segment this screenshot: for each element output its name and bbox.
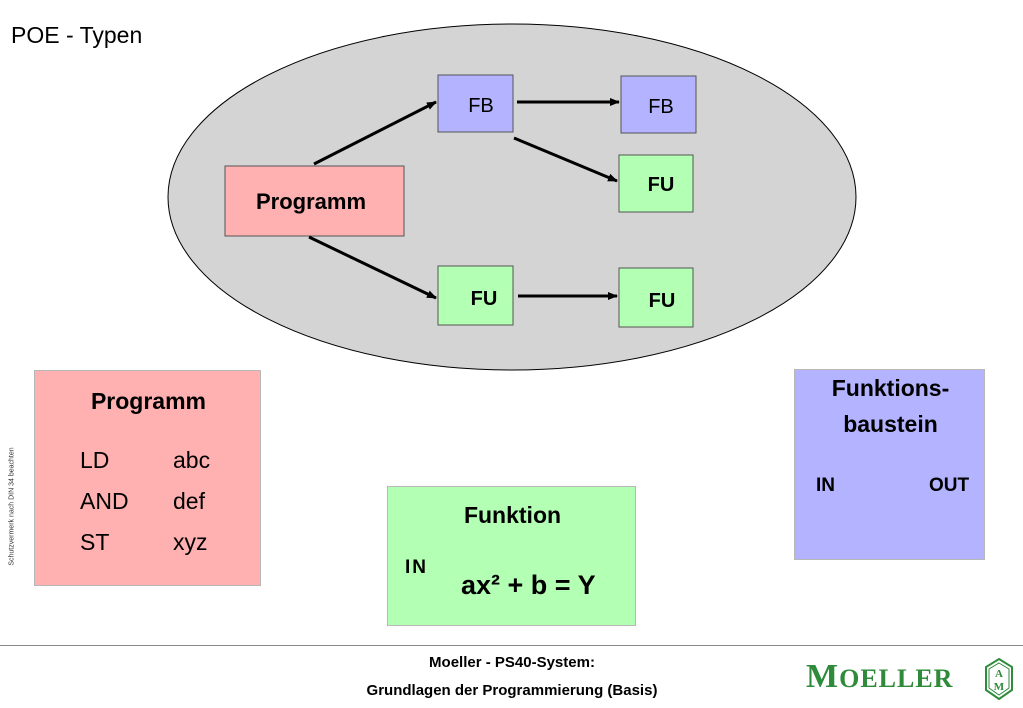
fu-node-3: FU [618,267,694,328]
function-in-label: IN [405,557,428,578]
fb-panel-title-line2: baustein [843,411,938,437]
code-arg-1: abc [173,447,211,473]
poe-diagram: Programm FB FB FU FU FU [167,23,857,371]
code-arg-2: def [173,488,205,514]
logo-rest: OELLER [839,664,954,693]
svg-text:M: M [994,681,1005,693]
code-op-2: AND [80,488,129,514]
logo-initial: M [806,658,840,695]
program-panel-title: Programm [90,388,207,414]
code-op-3: ST [80,529,110,555]
arrow-programm-fu [308,235,437,300]
function-panel: Funktion IN ax² + b = Y [387,486,636,626]
fb-in-label: IN [816,475,835,496]
svg-text:A: A [995,668,1003,680]
footer-line-2: Grundlagen der Programmierung (Basis) [366,682,658,699]
moeller-emblem-icon: A M [985,657,1013,701]
arrow-programm-fb [313,100,437,166]
fb-node-1: FB [437,74,514,133]
fb-out-label: OUT [929,475,970,496]
function-formula: ax² + b = Y [461,570,596,600]
code-arg-3: xyz [173,529,208,555]
code-op-1: LD [80,447,110,473]
fb-panel-title-line1: Funktions- [831,375,950,401]
fu-node-2-label: FU [471,288,498,310]
moeller-logo-text: MOELLER [806,658,953,696]
footer-line-1: Moeller - PS40-System: [429,654,595,671]
programm-node: Programm [224,165,405,237]
programm-node-label: Programm [256,189,366,214]
page-title: POE - Typen [11,22,143,48]
fu-node-3-label: FU [649,290,676,312]
fb-node-2: FB [620,75,697,134]
fu-node-2: FU [437,265,514,326]
fu-node-1: FU [618,154,694,213]
fb-node-2-label: FB [648,96,674,118]
function-panel-title: Funktion [463,502,562,528]
function-block-panel: Funktions- baustein IN OUT [794,369,985,560]
fb-node-1-label: FB [468,95,494,117]
arrow-fb-fu [513,136,618,183]
footer-divider [0,645,1023,646]
protection-note: Schutzvermerk nach DIN 34 beachten [8,447,16,566]
program-panel: Programm LD abc AND def ST xyz [34,370,261,586]
fu-node-1-label: FU [648,174,675,196]
